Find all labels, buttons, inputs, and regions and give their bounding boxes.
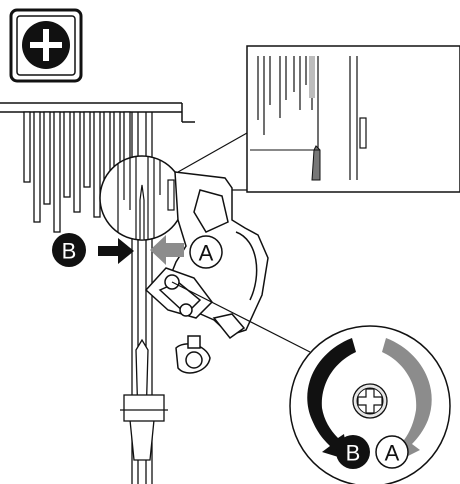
label-b-text: B xyxy=(62,239,77,264)
detail-connector-line xyxy=(171,281,311,353)
plus-badge-icon xyxy=(9,8,83,83)
phillips-screw-icon xyxy=(352,383,388,419)
direction-b-arrow xyxy=(98,238,134,264)
label-a-text: A xyxy=(199,241,214,266)
detail-inset-panel xyxy=(246,45,460,193)
detail-label-a: A xyxy=(375,435,409,469)
rotate-counterclockwise-arrow xyxy=(307,338,356,460)
vertical-bars xyxy=(23,111,131,233)
label-b-badge: B xyxy=(52,233,86,267)
svg-text:B: B xyxy=(346,441,361,466)
zoom-circle xyxy=(99,155,185,241)
screw-detail-circle: B A xyxy=(289,325,451,484)
direction-a-arrow xyxy=(150,235,184,265)
detail-label-b: B xyxy=(336,435,370,469)
svg-text:A: A xyxy=(385,441,400,466)
rotate-clockwise-arrow xyxy=(382,338,432,462)
label-a-badge: A xyxy=(189,235,223,269)
